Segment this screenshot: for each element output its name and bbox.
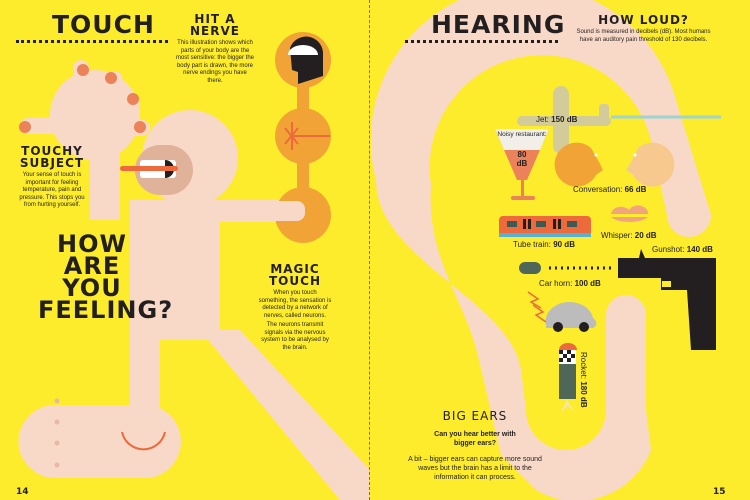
- title-dotted-rule: [405, 40, 558, 43]
- tube-train-label: Tube train: 90 dB: [513, 240, 575, 249]
- hearing-title: HEARING: [431, 10, 566, 39]
- hit-a-nerve-block: HIT A NERVE This illustration shows whic…: [175, 13, 255, 85]
- big-ears-heading: BIG EARS: [442, 409, 508, 423]
- rocket-label: Rocket: 180 dB: [579, 352, 588, 408]
- title-dotted-rule: [16, 40, 168, 43]
- big-question-line-4: FEELING?: [38, 296, 174, 324]
- left-page-touch: TOUCH HIT A NERVE This illustration show…: [0, 0, 370, 500]
- touchy-subject-heading-2: SUBJECT: [19, 156, 85, 170]
- magic-touch-heading-2: TOUCH: [269, 274, 321, 288]
- how-loud-text: Sound is measured in decibels (dB). Most…: [576, 29, 711, 43]
- magic-touch-block: MAGIC TOUCH When you touch something, th…: [258, 263, 332, 352]
- jet-label: Jet: 150 dB: [536, 115, 578, 124]
- how-loud-block: HOW LOUD? Sound is measured in decibels …: [571, 14, 716, 44]
- big-question-line-3: YOU: [62, 274, 122, 302]
- noisy-restaurant-value: 80 dB: [516, 150, 528, 168]
- big-ears-block: BIG EARS Can you hear better with bigger…: [405, 410, 545, 482]
- magic-touch-heading-1: MAGIC: [270, 262, 320, 276]
- noisy-restaurant-label: Noisy restaurant:: [497, 131, 547, 138]
- how-loud-heading: HOW LOUD?: [598, 13, 689, 27]
- page-gutter: [369, 0, 370, 500]
- page-number-left: 14: [16, 487, 29, 497]
- how-are-you-feeling-heading: HOW ARE YOU FEELING?: [38, 230, 174, 324]
- big-ears-question: Can you hear better with bigger ears?: [434, 431, 516, 447]
- hit-a-nerve-heading: HIT A NERVE: [190, 12, 240, 38]
- touchy-subject-block: TOUCHY SUBJECT Your sense of touch is im…: [16, 145, 88, 210]
- touchy-subject-heading-1: TOUCHY: [21, 144, 83, 158]
- car-horn-label: Car horn: 100 dB: [539, 279, 601, 288]
- gunshot-label: Gunshot: 140 dB: [652, 245, 713, 254]
- whisper-label: Whisper: 20 dB: [601, 231, 657, 240]
- touch-title: TOUCH: [52, 10, 155, 39]
- page-number-right: 15: [713, 487, 726, 497]
- touchy-subject-text: Your sense of touch is important for fee…: [19, 172, 85, 208]
- big-ears-answer: A bit – bigger ears can capture more sou…: [408, 456, 542, 481]
- hit-a-nerve-text: This illustration shows which parts of y…: [175, 40, 255, 84]
- big-question-line-1: HOW: [57, 230, 127, 258]
- magic-touch-text-1: When you touch something, the sensation …: [258, 290, 332, 319]
- right-page-hearing: HEARING HOW LOUD? Sound is measured in d…: [371, 0, 750, 500]
- big-question-line-2: ARE: [63, 252, 121, 280]
- magic-touch-text-2: The neurons transmit signals via the ner…: [261, 322, 329, 351]
- conversation-label: Conversation: 66 dB: [573, 185, 647, 194]
- ear-illustration: [371, 0, 721, 500]
- touch-body-illustration: [18, 32, 370, 500]
